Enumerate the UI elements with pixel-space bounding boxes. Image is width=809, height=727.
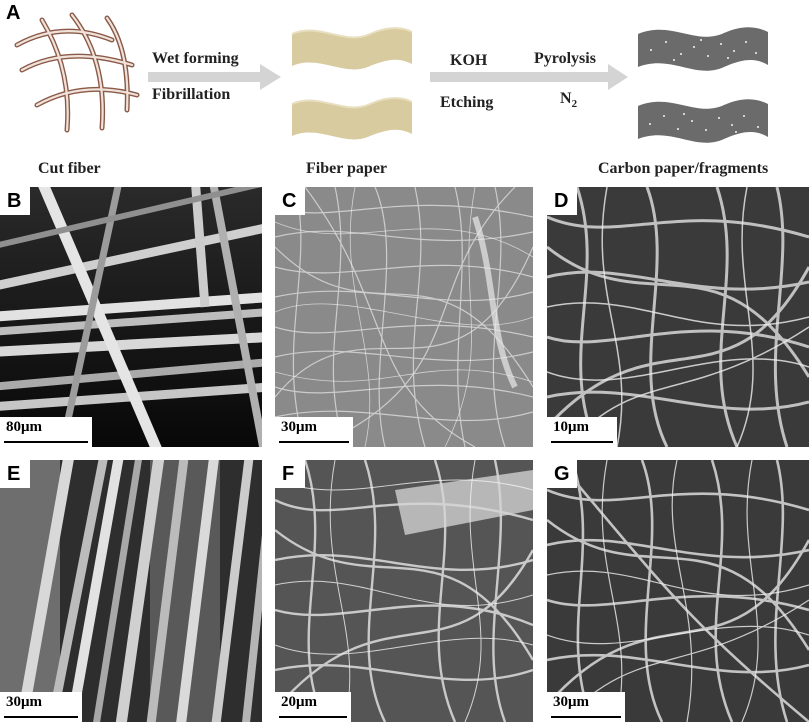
panel-label-d: D	[554, 190, 569, 212]
fiber-paper-sheet-top	[291, 27, 413, 70]
panel-label-f: F	[282, 463, 295, 485]
step3-bottom-label: N2	[560, 90, 578, 111]
panel-label-g: G	[554, 463, 570, 485]
scale-bar-b: 80μm	[0, 417, 92, 447]
cut-fiber-illustration	[14, 12, 140, 133]
panel-label-c: C	[282, 190, 297, 212]
process-arrow-1	[148, 64, 281, 90]
caption-carbon-paper: Carbon paper/fragments	[598, 160, 769, 177]
caption-fiber-paper: Fiber paper	[306, 160, 388, 177]
step3-top-label: Pyrolysis	[534, 50, 596, 67]
scale-bar-d: 10μm	[547, 417, 617, 447]
carbon-paper-sheet-bottom	[638, 99, 768, 143]
scale-bar-e: 30μm	[0, 692, 82, 722]
fiber-paper-sheet-bottom	[291, 97, 413, 140]
caption-cut-fiber: Cut fiber	[38, 160, 101, 177]
sem-image-e: E 30μm	[0, 460, 262, 722]
step2-top-label: KOH	[450, 52, 488, 69]
panel-label-b: B	[7, 190, 22, 212]
panel-label-e: E	[7, 463, 21, 485]
step1-top-label: Wet forming	[152, 50, 239, 67]
scale-bar-c: 30μm	[275, 417, 353, 447]
sem-image-f: F 20μm	[275, 460, 533, 722]
panel-label-a: A	[6, 2, 21, 24]
sem-image-b: B 80μm	[0, 187, 262, 447]
process-arrow-2	[430, 64, 628, 90]
step1-bottom-label: Fibrillation	[152, 86, 231, 103]
scale-bar-f: 20μm	[275, 692, 351, 722]
scale-bar-g: 30μm	[547, 692, 625, 722]
sem-image-g: G 30μm	[547, 460, 809, 722]
step2-bottom-label: Etching	[440, 94, 494, 111]
sem-image-c: C 30μm	[275, 187, 533, 447]
sem-image-d: D 10μm	[547, 187, 809, 447]
carbon-paper-sheet-top	[638, 27, 768, 71]
